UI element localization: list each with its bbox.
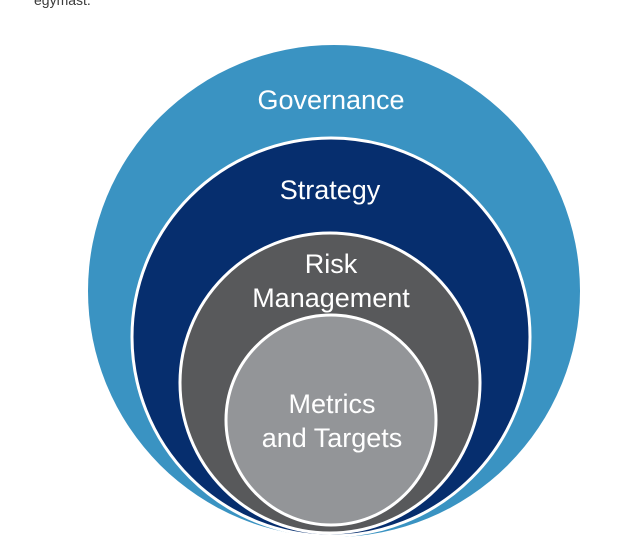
strategy-label: Strategy — [280, 175, 381, 205]
risk-management-label-line-2: Management — [252, 283, 410, 313]
risk-management-label-line-1: Risk — [305, 249, 358, 279]
governance-label: Governance — [257, 85, 404, 115]
metrics-and-targets-label-line-1: Metrics — [289, 389, 376, 419]
metrics-and-targets-circle — [224, 313, 438, 527]
metrics-and-targets-label-line-2: and Targets — [262, 423, 403, 453]
intro-text-fragment: egymást. — [34, 0, 91, 8]
